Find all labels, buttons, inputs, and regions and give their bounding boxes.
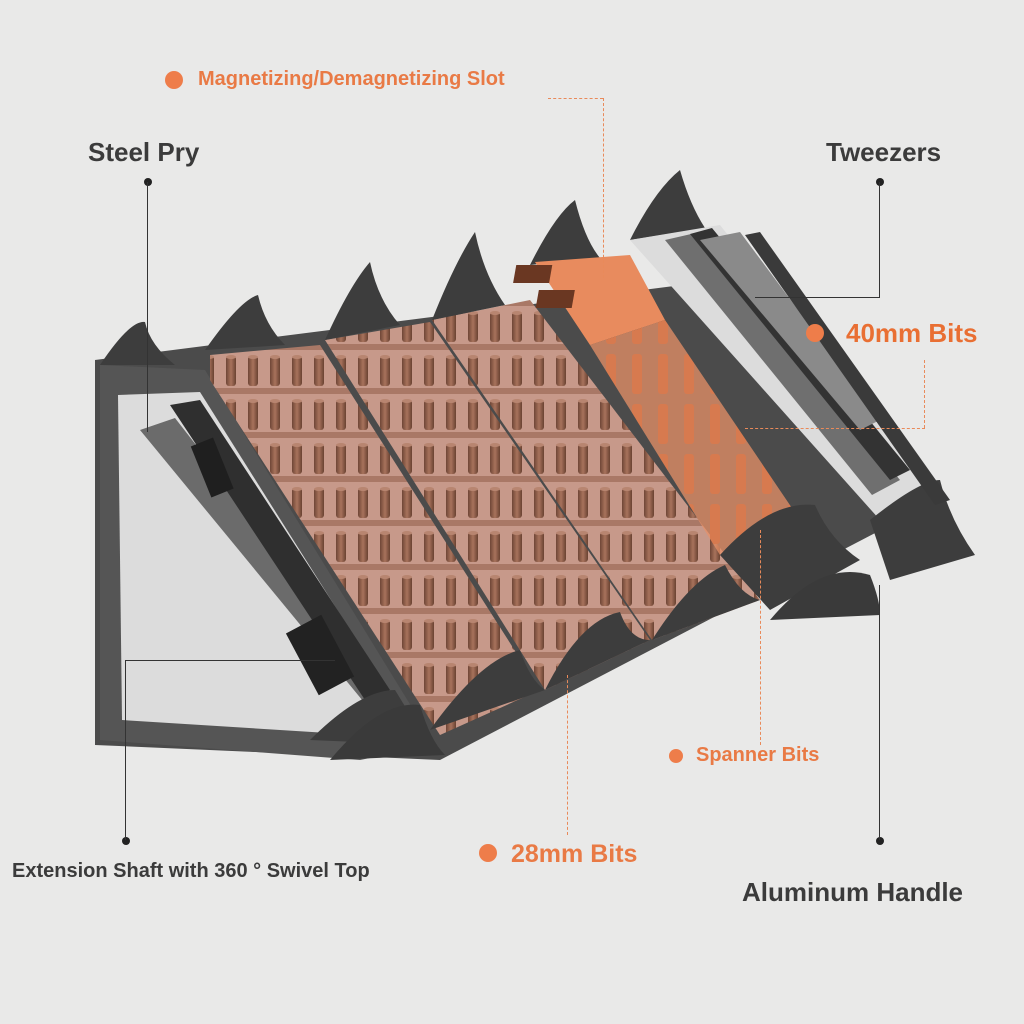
- spanner-bits-leader: [760, 530, 761, 745]
- label-spanner-bits: Spanner Bits: [696, 744, 820, 766]
- bits-40mm-leader-v: [924, 360, 925, 428]
- label-40mm-bits: 40mm Bits: [846, 318, 978, 348]
- label-extension-shaft: Extension Shaft with 360 ° Swivel Top: [12, 860, 370, 882]
- bits-40mm-leader-h: [745, 428, 925, 429]
- bits-40mm-dot: [806, 324, 824, 342]
- tweezers-leader-h: [755, 297, 880, 298]
- magnetizing-leader-h: [548, 98, 603, 99]
- label-steel-pry: Steel Pry: [88, 137, 200, 167]
- left-tool-panel: [100, 321, 435, 760]
- label-28mm-bits: 28mm Bits: [511, 840, 638, 868]
- tweezers-leader-v: [879, 182, 880, 297]
- right-tool-panel: [630, 170, 975, 580]
- extension-shaft-dot: [122, 837, 130, 845]
- bit-tray-3: [432, 232, 760, 640]
- magnetizer-column: [513, 200, 860, 610]
- bits-28mm-dot: [479, 844, 497, 862]
- steel-pry-leader: [147, 182, 148, 432]
- magnetizing-dot: [165, 71, 183, 89]
- label-tweezers: Tweezers: [826, 137, 942, 167]
- extension-shaft-leader-h: [125, 660, 335, 661]
- bit-tray-1: [205, 295, 545, 735]
- steel-pry-dot: [144, 178, 152, 186]
- extension-shaft-leader-v: [125, 660, 126, 840]
- label-aluminum-handle: Aluminum Handle: [742, 877, 964, 907]
- aluminum-handle-dot: [876, 837, 884, 845]
- label-magnetizing-slot: Magnetizing/Demagnetizing Slot: [198, 68, 505, 90]
- magnetizing-leader-v: [603, 98, 604, 278]
- aluminum-handle-leader: [879, 585, 880, 840]
- spanner-bits-dot: [669, 749, 683, 763]
- tweezers-dot: [876, 178, 884, 186]
- bit-tray-2: [325, 262, 650, 690]
- bits-28mm-leader: [567, 675, 568, 835]
